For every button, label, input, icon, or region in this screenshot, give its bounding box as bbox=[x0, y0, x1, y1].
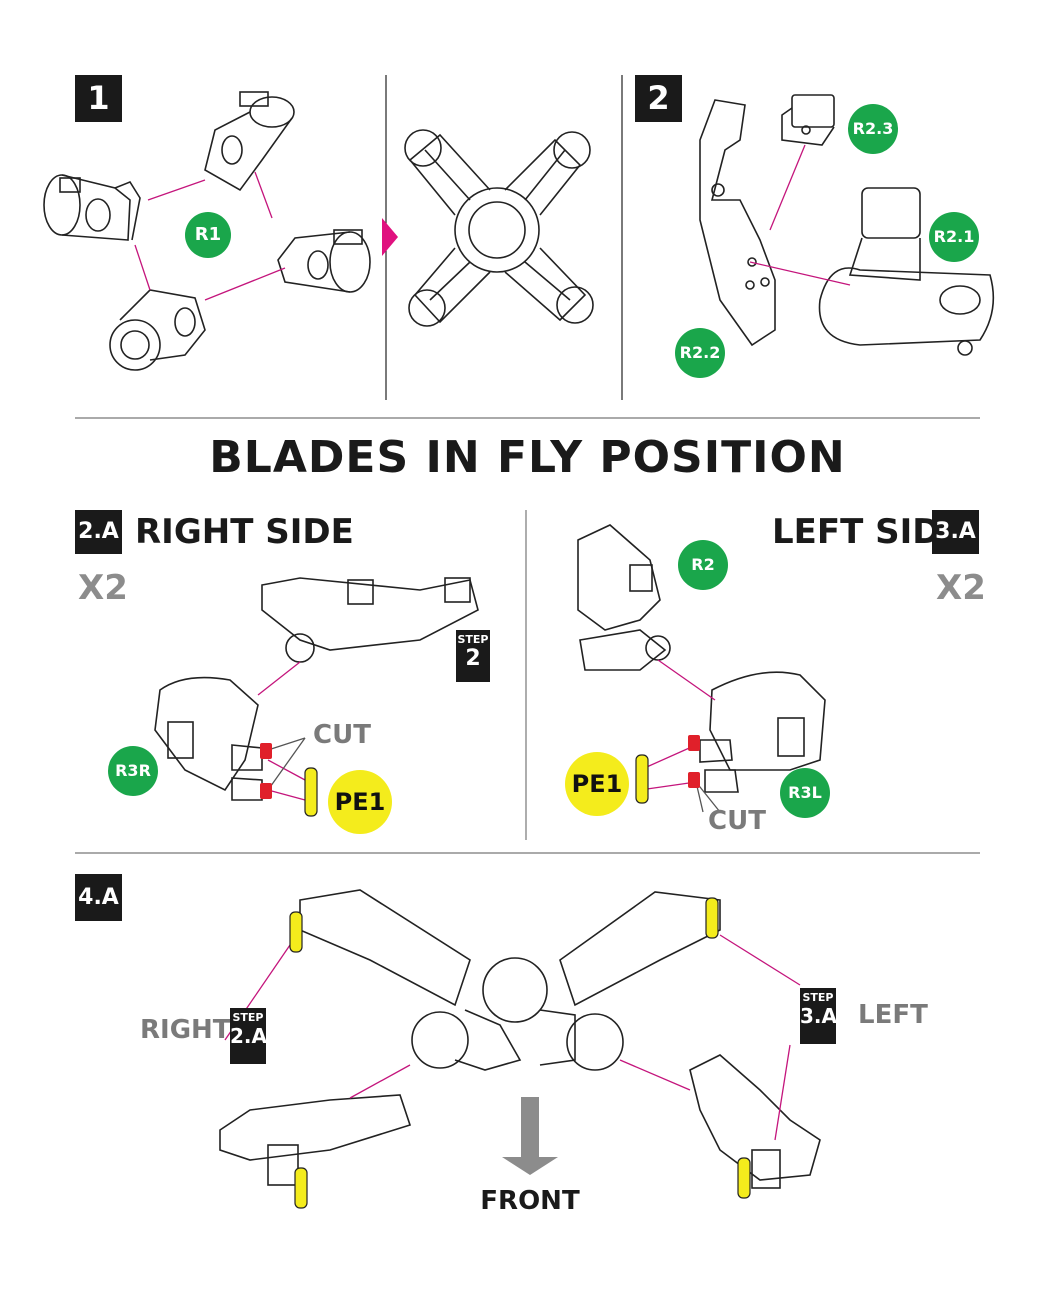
callout-r2: R2 bbox=[678, 540, 728, 590]
ref-step-number: 2 bbox=[465, 646, 481, 671]
step-3a-badge: 3.A bbox=[932, 510, 979, 554]
left-side-quantity: X2 bbox=[936, 568, 986, 608]
right-side-title: RIGHT SIDE bbox=[135, 512, 354, 552]
callout-r3r: R3R bbox=[108, 746, 158, 796]
ref-step-word: STEP bbox=[232, 1011, 264, 1024]
ref-step-word: STEP bbox=[457, 633, 489, 646]
callout-r1: R1 bbox=[185, 212, 231, 258]
front-label: FRONT bbox=[480, 1186, 580, 1216]
part-pe1-left: PE1 bbox=[565, 752, 629, 816]
right-label: RIGHT bbox=[140, 1015, 231, 1045]
cut-label-right: CUT bbox=[313, 720, 371, 750]
part-pe1-right: PE1 bbox=[328, 770, 392, 834]
left-side-title: LEFT SIDE bbox=[772, 512, 964, 552]
right-blade-assembly bbox=[154, 577, 479, 801]
callout-r2-2: R2.2 bbox=[675, 328, 725, 378]
callout-r2-1: R2.1 bbox=[929, 212, 979, 262]
final-rotor-assembly bbox=[219, 889, 821, 1189]
damper-r2-3 bbox=[781, 94, 835, 146]
callout-r3l: R3L bbox=[780, 768, 830, 818]
ref-step-number: 2.A bbox=[230, 1024, 267, 1048]
ref-step-number: 3.A bbox=[800, 1004, 837, 1028]
section-heading: BLADES IN FLY POSITION bbox=[209, 432, 846, 483]
arm-bracket-r2-2 bbox=[699, 99, 776, 347]
step-2a-badge: 2.A bbox=[75, 510, 122, 554]
left-label: LEFT bbox=[858, 1000, 928, 1030]
right-side-quantity: X2 bbox=[78, 568, 128, 608]
blade-grip-r2-1 bbox=[818, 187, 995, 356]
hub-arm-part-2 bbox=[204, 91, 295, 192]
ref-step-word: STEP bbox=[802, 991, 834, 1004]
callout-r2-3: R2.3 bbox=[848, 104, 898, 154]
step-1-badge: 1 bbox=[75, 75, 122, 122]
cut-marks bbox=[260, 735, 700, 799]
step-2-badge: 2 bbox=[635, 75, 682, 122]
photo-etch-parts bbox=[289, 754, 751, 1209]
next-arrow bbox=[382, 218, 398, 256]
hub-arm-part-4 bbox=[109, 289, 206, 371]
ref-step-3a-tag: STEP 3.A bbox=[800, 988, 837, 1044]
hub-arm-part-3 bbox=[277, 229, 371, 293]
cut-label-left: CUT bbox=[708, 806, 766, 836]
ref-step-2-tag: STEP 2 bbox=[456, 630, 490, 682]
front-arrow bbox=[502, 1097, 558, 1175]
hub-arm-part-1 bbox=[43, 174, 141, 241]
step-4a-badge: 4.A bbox=[75, 874, 122, 921]
ref-step-2a-tag: STEP 2.A bbox=[230, 1008, 267, 1064]
assembled-rotor-hub bbox=[404, 129, 594, 327]
leader-lines bbox=[134, 144, 851, 1141]
